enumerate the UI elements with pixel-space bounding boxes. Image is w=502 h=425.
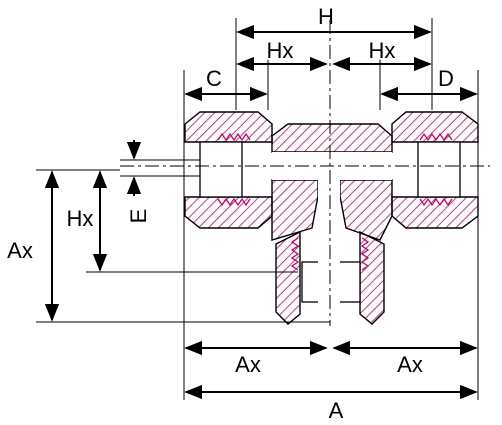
label-H: H: [318, 4, 334, 29]
body-lower-right: [339, 179, 393, 241]
left-bore: [199, 141, 243, 198]
label-Ax-bottom-right: Ax: [397, 352, 423, 377]
label-Ax-bottom-left: Ax: [235, 352, 261, 377]
threads: [217, 132, 453, 271]
bottom-nut-left: [275, 230, 301, 325]
bores: [199, 141, 461, 320]
body-top-section: [271, 123, 393, 153]
label-C: C: [206, 66, 222, 91]
label-D: D: [438, 66, 454, 91]
center-passage-vertical: [318, 180, 340, 320]
dimension-labels: H Hx Hx C D E Hx Ax Ax Ax A: [7, 4, 454, 423]
bottom-nut-right: [359, 230, 385, 325]
label-Hx-side: Hx: [67, 206, 94, 231]
body-lower-left: [271, 179, 319, 241]
label-E: E: [126, 209, 151, 224]
center-lines: [120, 20, 490, 326]
dimension-arrows: [44, 24, 478, 400]
label-A: A: [329, 398, 344, 423]
right-bore: [417, 141, 461, 198]
label-Hx-top-right: Hx: [369, 38, 396, 63]
label-Ax-side: Ax: [7, 238, 33, 263]
label-Hx-top-left: Hx: [267, 38, 294, 63]
extension-lines: [36, 18, 479, 400]
left-nut-top: [184, 111, 273, 143]
